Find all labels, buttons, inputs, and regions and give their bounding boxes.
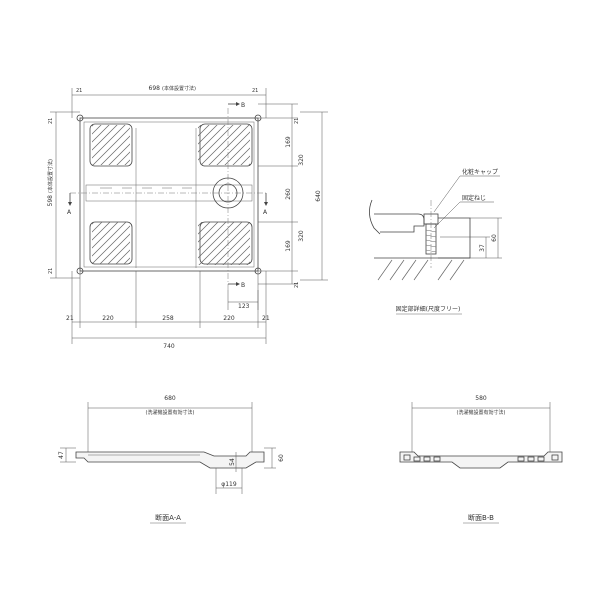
- section-aa-drain-dia: φ119: [221, 481, 237, 488]
- dim-overall-height: 640: [315, 190, 322, 202]
- section-aa-caption: 断面A-A: [155, 513, 181, 522]
- section-bb: 580 (洗濯機設置有効寸法) 断面B-B: [399, 395, 563, 524]
- dim-right-2: 320: [298, 154, 305, 166]
- hatched-pad-bottom-left: [89, 221, 133, 265]
- detail-side-wall: [438, 217, 471, 259]
- detail-body-curve: [369, 199, 381, 235]
- dim-top-note: (本体設置寸法): [162, 85, 196, 92]
- screw-label: 固定ねじ: [462, 194, 486, 202]
- margin-label-1: 21: [76, 88, 82, 94]
- margin-label-4: 21: [48, 268, 54, 274]
- margin-label-3: 21: [48, 118, 54, 124]
- dim-right-3: 260: [285, 188, 292, 200]
- section-aa-width-note: (洗濯機設置有効寸法): [146, 409, 195, 416]
- tray-outline: [79, 117, 259, 272]
- margin-label-6: 21: [294, 282, 300, 288]
- dim-left-note: (本体設置寸法): [47, 159, 54, 193]
- section-a-right-label: A: [263, 209, 268, 216]
- dim-bottom-5: 21: [262, 315, 270, 322]
- dim-drain-offset-value: 123: [238, 303, 250, 310]
- dim-right-4: 320: [298, 230, 305, 242]
- section-marker-b-top: B: [228, 102, 245, 109]
- corner-screw-icons: [76, 114, 262, 275]
- dim-overall-width: 740: [163, 343, 175, 350]
- section-bb-body: [399, 451, 563, 469]
- dim-drain-offset: 123: [227, 290, 259, 310]
- section-bb-ribs: [403, 454, 559, 462]
- detail-dim-60: 60: [491, 234, 498, 242]
- detail-caption: 固定部詳細(尺度フリー): [396, 305, 461, 313]
- section-marker-b-bottom: B: [228, 282, 245, 289]
- dim-bottom-4: 220: [223, 315, 235, 322]
- dim-bottom-chain: 21 220 258 220 21 740: [66, 271, 270, 350]
- cap-leader-line: [433, 175, 461, 213]
- detail-floor-hatch: [377, 259, 465, 281]
- section-marker-a-left: A: [67, 193, 72, 216]
- hatched-pad-bottom-right: [198, 221, 253, 265]
- cap-label: 化粧キャップ: [462, 168, 498, 176]
- section-bb-caption: 断面B-B: [468, 513, 494, 522]
- section-marker-a-right: A: [263, 193, 268, 216]
- section-b-bottom-label: B: [241, 282, 245, 289]
- section-aa-body: [75, 451, 265, 469]
- margin-label-2: 21: [252, 88, 258, 94]
- detail-tray-edge: [374, 213, 425, 233]
- hatched-pad-top-right: [198, 123, 253, 167]
- section-a-left-label: A: [67, 209, 72, 216]
- dim-right-5: 169: [285, 240, 292, 252]
- dim-left-598: 598 (本体設置寸法) 21 21: [47, 111, 80, 279]
- section-aa-mid-height: 54: [229, 458, 236, 466]
- detail-dim-37: 37: [479, 244, 486, 252]
- screw-leader-line: [433, 201, 461, 229]
- fixing-detail: 37 60 化粧キャップ 固定ねじ 固定部詳細(尺度フリー): [369, 168, 502, 315]
- plan-view: 698 (本体設置寸法) 21 21 598 (本体設置寸法) 21 21 B …: [47, 85, 328, 350]
- dim-right-1: 169: [285, 136, 292, 148]
- section-aa: 680 (洗濯機設置有効寸法) 47 54 60 φ119 断面A-A: [58, 395, 285, 524]
- section-aa-left-height: 47: [58, 451, 65, 459]
- drain-inner-circle: [218, 183, 238, 203]
- dim-bottom-1: 21: [66, 315, 74, 322]
- dim-bottom-3: 258: [162, 315, 174, 322]
- section-b-top-label: B: [241, 102, 245, 109]
- dim-left-value: 598: [47, 195, 54, 207]
- section-bb-width-note: (洗濯機設置有効寸法): [457, 409, 506, 416]
- dim-bottom-2: 220: [102, 315, 114, 322]
- hatched-pad-top-left: [89, 123, 133, 167]
- tray-inner-outline: [83, 121, 255, 268]
- section-bb-width: 580: [475, 395, 487, 402]
- dim-top-value: 698: [149, 85, 161, 92]
- margin-label-5: 21: [294, 118, 300, 124]
- drain-outer-circle: [212, 177, 244, 209]
- section-aa-width: 680: [164, 395, 176, 402]
- dim-right-chain: 169 320 260 320 169 640 21 21: [258, 103, 328, 288]
- section-aa-right-height: 60: [278, 454, 285, 462]
- dim-top-698: 698 (本体設置寸法) 21 21: [71, 85, 267, 118]
